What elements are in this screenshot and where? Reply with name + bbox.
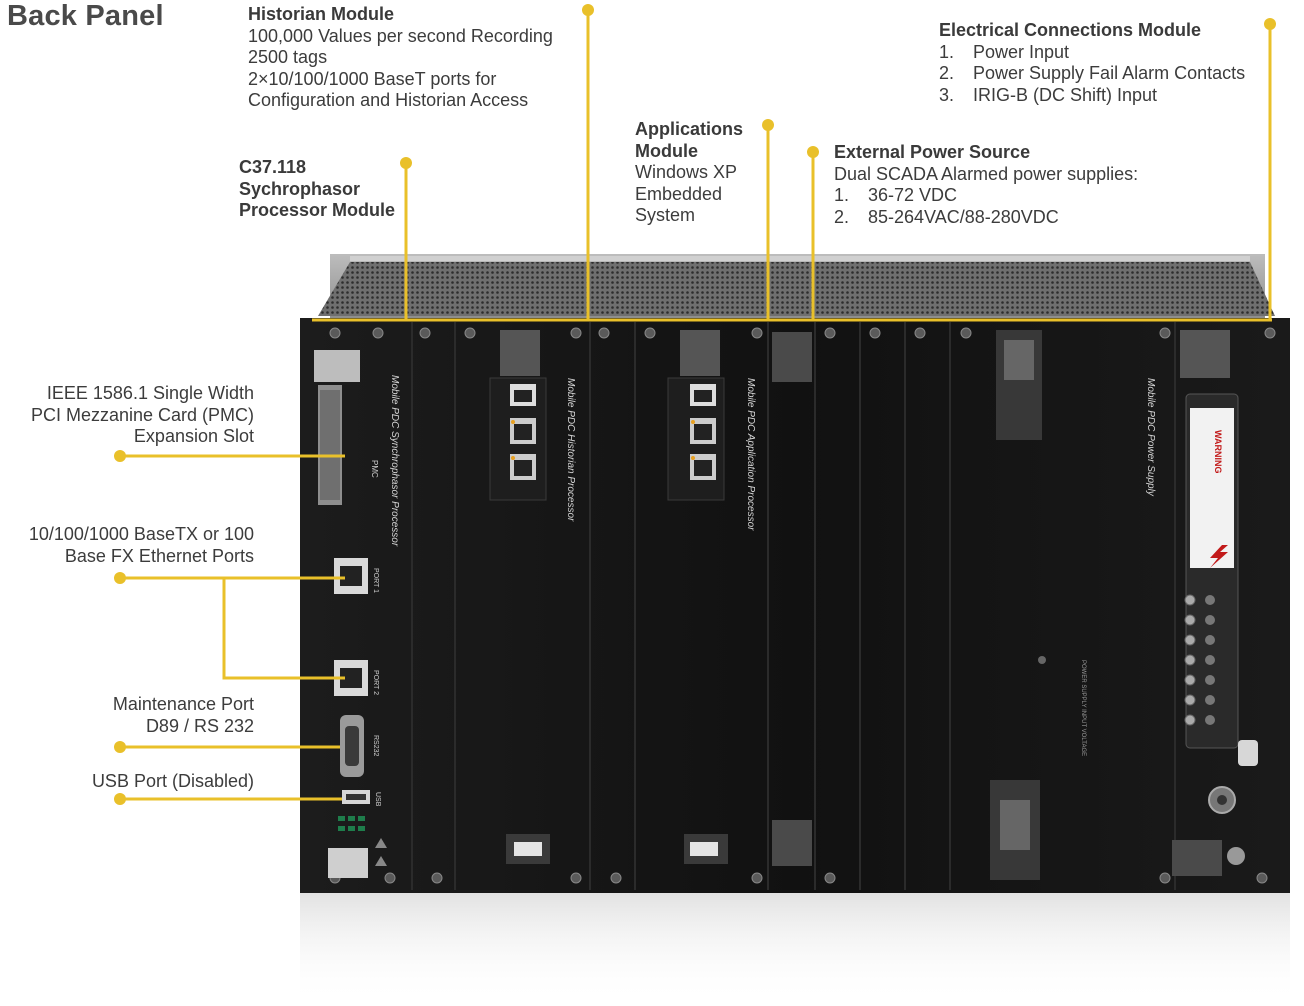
- c37-heading: C37.118: [239, 157, 307, 177]
- pmc-line: Expansion Slot: [133, 426, 254, 446]
- warning-text: WARNING: [1213, 430, 1223, 474]
- list-item: Power Supply Fail Alarm Contacts: [973, 63, 1246, 83]
- ethernet-line: Base FX Ethernet Ports: [64, 545, 254, 566]
- c37-heading: Processor Module: [239, 200, 396, 220]
- pmc-latch: [314, 350, 360, 382]
- sync-processor-label: Mobile PDC Synchrophasor Processor: [389, 375, 400, 547]
- historian-line: Configuration and Historian Access: [248, 90, 529, 110]
- list-number: 1.: [834, 185, 850, 205]
- c37-callout: C37.118 Sychrophasor Processor Module: [239, 157, 395, 222]
- ventilation-mesh: [318, 262, 1275, 316]
- c37-heading: Sychrophasor: [239, 178, 361, 199]
- applications-heading: Module: [635, 140, 698, 161]
- historian-line: 2×10/100/1000 BaseT ports for: [248, 68, 497, 89]
- electrical-callout: Electrical Connections Module 1. Power In…: [939, 20, 1245, 106]
- svg-text:POWER SUPPLY INPUT VOLTAGE: POWER SUPPLY INPUT VOLTAGE: [1080, 660, 1086, 756]
- rs232-text: RS232: [372, 735, 379, 757]
- electrical-heading: Electrical Connections Module: [939, 20, 1202, 40]
- list-item: 36-72 VDC: [868, 185, 958, 205]
- pmc-callout: IEEE 1586.1 Single Width PCI Mezzanine C…: [31, 383, 254, 448]
- applications-line: Embedded: [635, 183, 723, 204]
- maintenance-line: D89 / RS 232: [145, 715, 254, 736]
- historian-line: 2500 tags: [248, 47, 328, 67]
- list-item: IRIG-B (DC Shift) Input: [973, 84, 1158, 105]
- external-power-intro: Dual SCADA Alarmed power supplies:: [834, 163, 1139, 184]
- maintenance-line: Maintenance Port: [112, 694, 254, 714]
- usb-text: USB: [374, 792, 381, 807]
- ethernet-line: 10/100/1000 BaseTX or 100: [28, 524, 254, 544]
- chassis-reflection: [300, 893, 1290, 1003]
- ethernet-callout: 10/100/1000 BaseTX or 100 Base FX Ethern…: [29, 524, 254, 567]
- maintenance-callout: Maintenance Port D89 / RS 232: [113, 694, 254, 737]
- bottom-latch: [328, 848, 368, 878]
- pmc-line: PCI Mezzanine Card (PMC): [30, 404, 254, 425]
- list-number: 2.: [939, 63, 955, 83]
- list-number: 2.: [834, 206, 850, 227]
- port1-text: PORT 1: [372, 568, 379, 593]
- pmc-text: PMC: [370, 460, 379, 478]
- historian-handle: [500, 330, 540, 376]
- applications-heading: Applications: [635, 119, 744, 139]
- historian-callout: Historian Module 100,000 Values per seco…: [248, 4, 553, 112]
- page-title: Back Panel: [7, 0, 164, 32]
- chassis: [300, 318, 1290, 893]
- applications-callout: Applications Module Windows XP Embedded …: [635, 119, 743, 227]
- external-power-heading: External Power Source: [834, 142, 1031, 162]
- historian-line: 100,000 Values per second Recording: [248, 25, 553, 46]
- list-item: Power Input: [973, 41, 1070, 62]
- usb-callout: USB Port (Disabled): [92, 771, 254, 793]
- warning-label: [1190, 408, 1234, 568]
- external-power-callout: External Power Source Dual SCADA Alarmed…: [834, 142, 1138, 228]
- application-handle: [680, 330, 720, 376]
- list-item: 85-264VAC/88-280VDC: [868, 206, 1059, 227]
- list-number: 3.: [939, 84, 955, 105]
- applications-line: System: [635, 205, 696, 225]
- power-supply-label: Mobile PDC Power Supply: [1145, 378, 1156, 497]
- usb-line: USB Port (Disabled): [91, 771, 254, 791]
- applications-line: Windows XP: [635, 162, 738, 182]
- list-number: 1.: [939, 41, 955, 62]
- pmc-line: IEEE 1586.1 Single Width: [46, 383, 254, 403]
- historian-heading: Historian Module: [248, 4, 395, 24]
- application-processor-label: Mobile PDC Application Processor: [745, 378, 756, 531]
- historian-processor-label: Mobile PDC Historian Processor: [565, 378, 576, 522]
- port2-text: PORT 2: [372, 670, 379, 695]
